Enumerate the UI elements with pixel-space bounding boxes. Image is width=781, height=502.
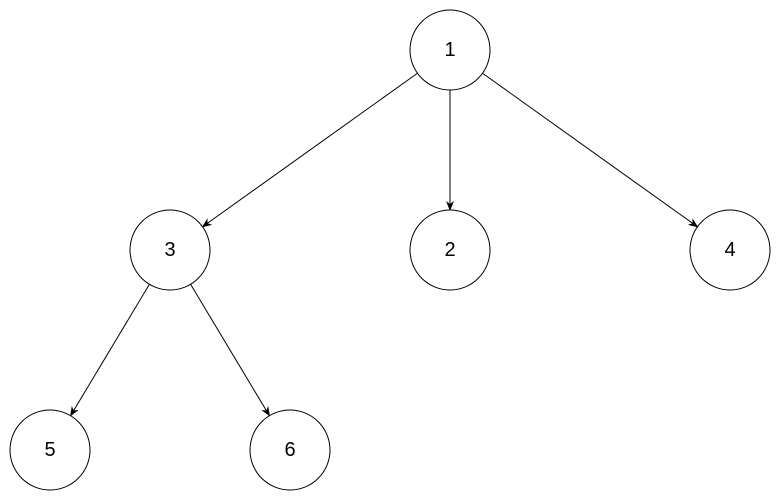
node-4: 4	[689, 209, 771, 291]
node-1-circle	[409, 9, 491, 91]
node-4-circle	[689, 209, 771, 291]
node-3-circle	[129, 209, 211, 291]
edges-group	[70, 72, 699, 417]
node-6: 6	[249, 409, 331, 491]
node-2: 2	[409, 209, 491, 291]
node-2-circle	[409, 209, 491, 291]
node-5: 5	[9, 409, 91, 491]
node-2-label: 2	[444, 239, 455, 261]
node-6-label: 6	[284, 439, 295, 461]
edge-1-to-3	[201, 72, 418, 228]
edge-1-to-4	[482, 72, 699, 228]
node-4-label: 4	[724, 239, 735, 261]
edge-3-to-5	[70, 284, 150, 417]
node-1: 1	[409, 9, 491, 91]
nodes-group: 1 3 2 4 5 6	[9, 9, 771, 491]
node-5-label: 5	[44, 439, 55, 461]
node-3-label: 3	[164, 239, 175, 261]
node-6-circle	[249, 409, 331, 491]
edge-3-to-6	[190, 284, 270, 417]
node-3: 3	[129, 209, 211, 291]
node-1-label: 1	[444, 39, 455, 61]
node-5-circle	[9, 409, 91, 491]
